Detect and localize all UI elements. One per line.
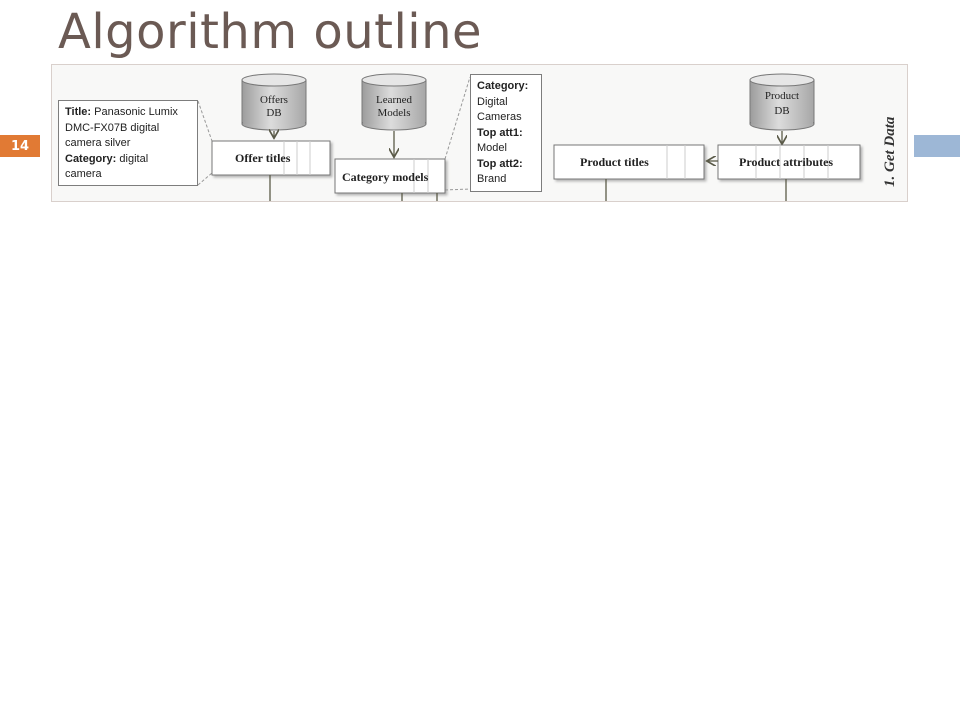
- callout-title-value-3: camera silver: [65, 137, 131, 149]
- category-models-box: [334, 158, 446, 194]
- callout-connector-top: [197, 100, 213, 142]
- model-callout-category-value-2: Cameras: [477, 111, 522, 123]
- product-db-cylinder: Product DB: [749, 73, 815, 131]
- algorithm-diagram: Offers DB Learned Models Product DB: [51, 64, 908, 202]
- product-attributes-box: [717, 144, 861, 180]
- slide-accent-bar: [914, 135, 960, 157]
- model-callout-att1-label: Top att1:: [477, 126, 523, 139]
- model-callout-category-value-1: Digital: [477, 95, 508, 108]
- offers-db-cylinder: Offers DB: [241, 73, 307, 131]
- product-titles-label: Product titles: [580, 155, 649, 169]
- model-example-callout: Category: Digital Cameras Top att1: Mode…: [470, 74, 542, 192]
- product-db-label-2: DB: [774, 105, 789, 117]
- product-db-label-1: Product: [765, 90, 799, 102]
- callout-category-value-2: camera: [65, 168, 102, 180]
- model-callout-att1-value: Model: [477, 142, 507, 154]
- callout-connector-bottom: [197, 172, 213, 186]
- offers-db-label-1: Offers: [260, 94, 288, 106]
- slide-number-badge: 14: [0, 135, 40, 157]
- callout-title-value-2: DMC-FX07B digital: [65, 121, 160, 134]
- offers-db-label-2: DB: [266, 107, 281, 119]
- learned-models-label-2: Models: [378, 107, 411, 119]
- product-titles-box: [553, 144, 705, 180]
- callout-title-value-1: Panasonic Lumix: [94, 106, 178, 118]
- learned-models-label-1: Learned: [376, 94, 413, 106]
- learned-models-cylinder: Learned Models: [361, 73, 427, 131]
- callout-connector-model-bottom: [444, 188, 471, 191]
- category-models-label: Category models: [342, 170, 429, 184]
- model-callout-att2-label: Top att2:: [477, 157, 523, 170]
- stage-label: 1. Get Data: [882, 116, 898, 187]
- model-callout-att2-value: Brand: [477, 173, 507, 185]
- product-attributes-label: Product attributes: [739, 155, 833, 169]
- offer-example-callout: Title: Panasonic Lumix DMC-FX07B digital…: [58, 100, 198, 186]
- callout-connector-model-top: [444, 76, 471, 160]
- callout-category-value-1: digital: [119, 152, 149, 165]
- slide-title: Algorithm outline: [58, 4, 483, 60]
- callout-title-label: Title:: [65, 106, 92, 118]
- offer-titles-label: Offer titles: [235, 151, 291, 165]
- model-callout-category-label: Category:: [477, 80, 529, 92]
- diagram-graphics: Offers DB Learned Models Product DB: [197, 73, 898, 201]
- callout-category-label: Category:: [65, 152, 117, 165]
